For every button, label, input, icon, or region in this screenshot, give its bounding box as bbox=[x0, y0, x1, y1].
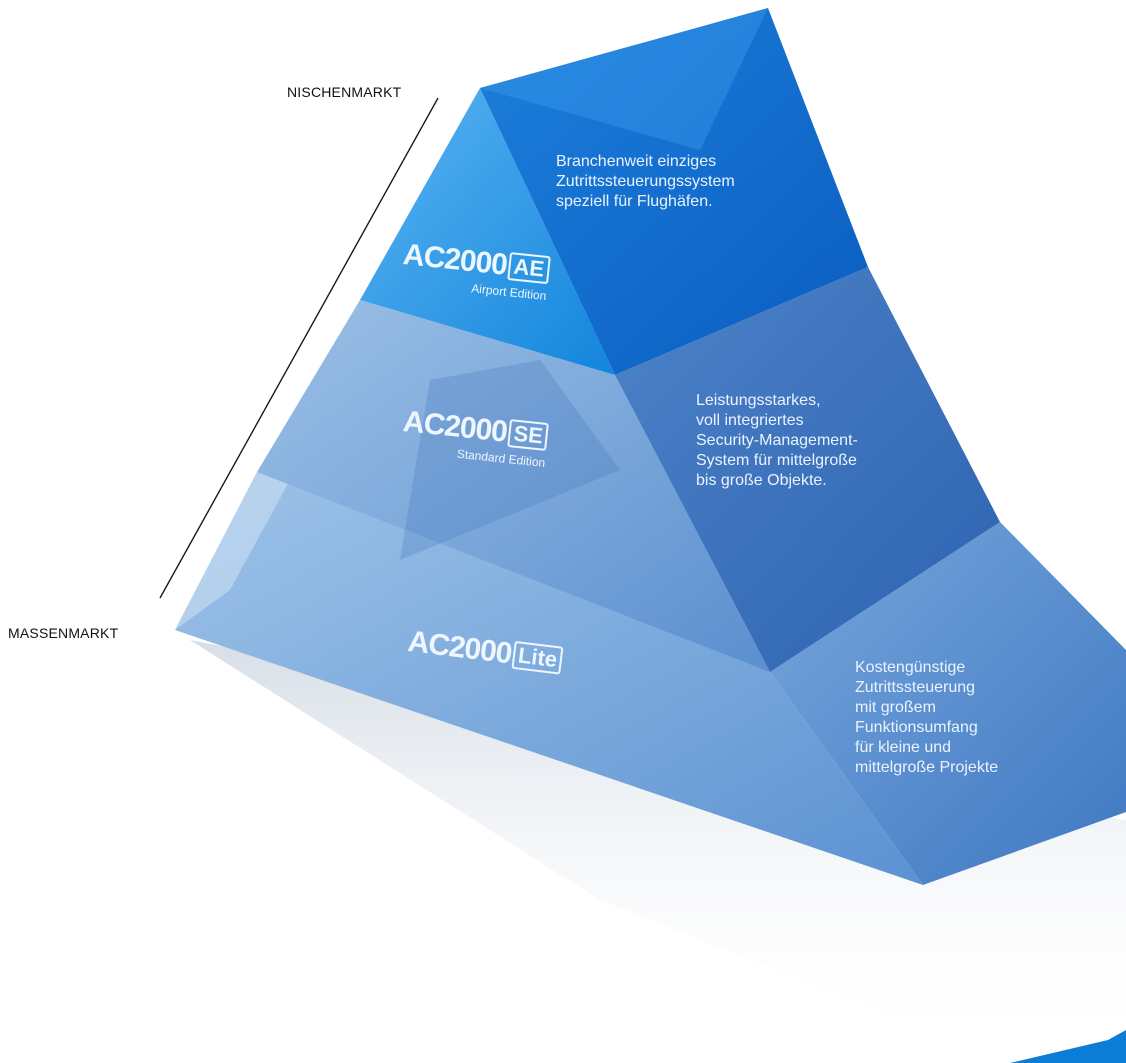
market-axis-line bbox=[159, 97, 439, 599]
description-line: speziell für Flughäfen. bbox=[556, 193, 713, 210]
label-massenmarkt: MASSENMARKT bbox=[8, 625, 119, 641]
tier-se-left-face bbox=[257, 300, 770, 672]
logo-lite-badge: Lite bbox=[511, 640, 564, 675]
tier-ae-right-face bbox=[480, 8, 868, 375]
tier-se-inner-shade bbox=[400, 360, 620, 560]
tier-lite-left-face bbox=[175, 472, 923, 885]
pyramid-shadow bbox=[190, 640, 1126, 1063]
description-line: mittelgroße Projekte bbox=[855, 759, 999, 776]
logo-se-badge: SE bbox=[507, 419, 550, 452]
description-line: Funktionsumfang bbox=[855, 719, 978, 736]
description-line: Leistungsstarkes, bbox=[696, 392, 821, 409]
tier-lite-highlight bbox=[175, 472, 290, 630]
description-lite: Kostengünstige Zutrittssteuerung mit gro… bbox=[855, 658, 998, 778]
description-line: für kleine und bbox=[855, 739, 952, 756]
tier-ae-left-face bbox=[360, 88, 615, 375]
tier-lite-right-face bbox=[770, 522, 1126, 885]
logo-ae-badge: AE bbox=[507, 252, 551, 285]
description-line: System für mittelgroße bbox=[696, 452, 857, 469]
description-line: mit großem bbox=[855, 699, 936, 716]
description-line: Branchenweit einziges bbox=[556, 153, 717, 170]
description-line: Security-Management- bbox=[696, 432, 858, 449]
tier-se-right-face bbox=[615, 267, 1000, 672]
description-line: Kostengünstige bbox=[855, 659, 966, 676]
description-se: Leistungsstarkes, voll integriertes Secu… bbox=[696, 391, 858, 491]
tier-ae-facet bbox=[480, 8, 768, 150]
label-nischenmarkt: NISCHENMARKT bbox=[287, 84, 402, 100]
corner-accent bbox=[1010, 1030, 1126, 1063]
description-line: Zutrittssteuerung bbox=[855, 679, 976, 696]
description-line: bis große Objekte. bbox=[696, 472, 827, 489]
description-ae: Branchenweit einziges Zutrittssteuerungs… bbox=[556, 152, 735, 212]
description-line: voll integriertes bbox=[696, 412, 804, 429]
description-line: Zutrittssteuerungssystem bbox=[556, 173, 735, 190]
